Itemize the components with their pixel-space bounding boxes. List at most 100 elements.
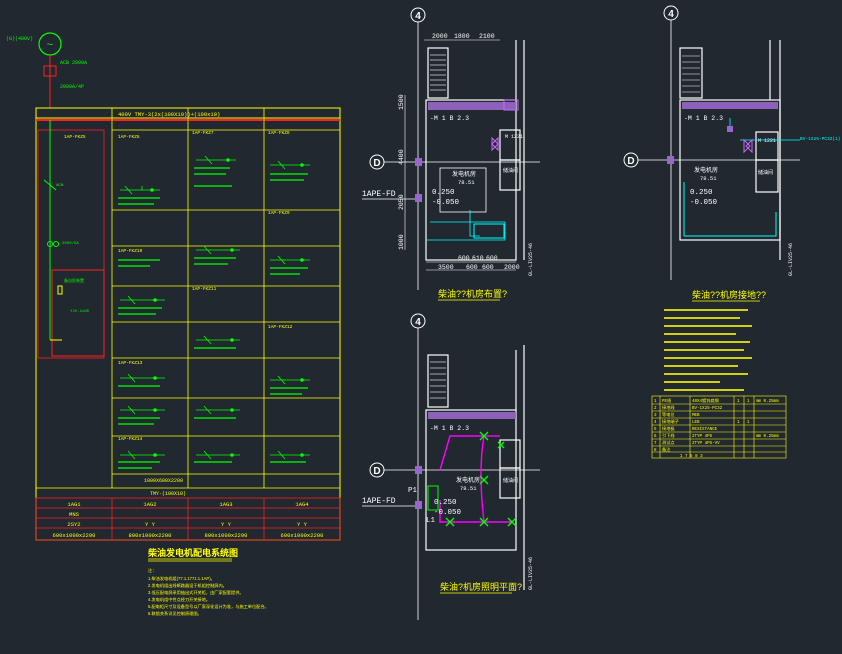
svg-text:2: 2 <box>654 407 657 411</box>
main-breaker-icon <box>43 65 57 77</box>
svg-text:3500: 3500 <box>438 264 454 271</box>
svg-text:D: D <box>627 156 634 167</box>
legend-table: 1 PE线 40X4镀锌扁钢 1 1 mm 0.25mm 2 接地线 BV-1X… <box>654 397 779 459</box>
svg-text:YJV-1x95: YJV-1x95 <box>70 310 90 314</box>
svg-text:800x1000x2200: 800x1000x2200 <box>205 532 248 539</box>
feeder-code: 1AP-FKZ5 <box>64 134 86 140</box>
lower-bus-top: 1000X600X2200 <box>144 478 183 484</box>
svg-text:发电机房: 发电机房 <box>694 166 718 174</box>
svg-text:-0.050: -0.050 <box>434 509 462 517</box>
elevation-label: -M 1 B 2.3 <box>684 115 723 122</box>
svg-text:4: 4 <box>415 317 421 328</box>
svg-text:1AG4: 1AG4 <box>295 501 309 508</box>
svg-text:等电位: 等电位 <box>662 411 675 418</box>
feeder-code: 1AP-FKZ7 <box>192 130 214 136</box>
fd-label: 1APE-FD <box>362 190 396 199</box>
feeder-code: 1AP-FKZ6 <box>118 134 140 140</box>
svg-text:Y Y: Y Y <box>145 521 156 528</box>
svg-text:600x1000x2200: 600x1000x2200 <box>281 532 324 539</box>
svg-text:5: 5 <box>654 428 657 432</box>
svg-text:78.51: 78.51 <box>700 175 717 182</box>
svg-text:4: 4 <box>415 11 421 22</box>
feeder-code: 1AP-FKZ9 <box>268 210 290 216</box>
svg-text:2100: 2100 <box>479 33 495 40</box>
svg-text:接地极: 接地极 <box>662 425 675 432</box>
svg-text:1: 1 <box>747 421 750 425</box>
svg-text:备注: 备注 <box>662 446 671 453</box>
layout-plan: 4 D 2000 1800 2100 1500 4400 2050 1000 <box>362 7 540 301</box>
svg-text:1 7 5 8 3: 1 7 5 8 3 <box>680 455 703 459</box>
svg-text:8: 8 <box>654 449 657 453</box>
svg-text:3: 3 <box>654 414 657 418</box>
svg-text:2TYP 4PS-VV: 2TYP 4PS-VV <box>692 442 720 446</box>
svg-text:2050: 2050 <box>398 194 405 210</box>
svg-text:1500: 1500 <box>398 94 405 110</box>
svg-text:L1: L1 <box>426 517 436 525</box>
svg-text:测试点: 测试点 <box>662 439 675 446</box>
svg-text:储油间: 储油间 <box>503 477 518 484</box>
elevation-label: -M 1 B 2.3 <box>430 425 469 432</box>
level-lower: -0.050 <box>432 199 460 207</box>
svg-text:4400: 4400 <box>398 149 405 165</box>
svg-text:2000/5A: 2000/5A <box>62 241 79 246</box>
layout-plan-title: 柴油??机房布置? <box>438 288 507 299</box>
svg-text:2000A/4P: 2000A/4P <box>60 84 84 90</box>
svg-text:GL-LIV25-46: GL-LIV25-46 <box>528 243 534 276</box>
svg-text:2000: 2000 <box>432 33 448 40</box>
svg-text:GL-LIV25-46: GL-LIV25-46 <box>788 243 794 276</box>
breaker-note: ACB 2000A <box>60 60 87 66</box>
svg-text:储油间: 储油间 <box>758 169 773 176</box>
svg-text:2SY2: 2SY2 <box>67 521 80 528</box>
svg-text:2.发电机组出线断路器设于机组控制屏内。: 2.发电机组出线断路器设于机组控制屏内。 <box>148 582 227 589</box>
svg-text:储油间: 储油间 <box>503 167 518 174</box>
svg-text:6.联锁关系详见控制原理图。: 6.联锁关系详见控制原理图。 <box>148 610 202 617</box>
svg-text:1: 1 <box>747 400 750 404</box>
feeder-code: 1AP-FKZ12 <box>268 324 293 330</box>
lighting-plan: 4 D -M 1 B 2.3 储油间 <box>362 313 540 620</box>
generator-symbol: ~ <box>47 39 53 51</box>
svg-text:78.51: 78.51 <box>458 179 475 186</box>
svg-text:1AG2: 1AG2 <box>143 501 156 508</box>
svg-text:600: 600 <box>458 255 470 262</box>
svg-text:5.配电柜尺寸及设备型号以厂家深化设计为准，与施工单位配合。: 5.配电柜尺寸及设备型号以厂家深化设计为准，与施工单位配合。 <box>148 603 269 610</box>
distribution-schematic: ~ (G)(400V) ACB 2000A 2000A/4P 400V TMY-… <box>6 32 341 617</box>
feeder-code: 1AP-FKZ11 <box>192 286 217 292</box>
svg-text:mm 0.25mm: mm 0.25mm <box>756 435 779 439</box>
busbar-label: 400V TMY-3(2x(100X10))+(100x10) <box>118 111 220 118</box>
svg-text:600: 600 <box>486 255 498 262</box>
svg-text:接地端子: 接地端子 <box>662 418 679 425</box>
svg-text:M 1221: M 1221 <box>758 138 776 144</box>
svg-text:注：: 注： <box>148 567 156 574</box>
svg-text:0.250: 0.250 <box>434 499 457 507</box>
svg-text:0.250: 0.250 <box>690 189 713 197</box>
svg-text:LEB: LEB <box>692 421 700 425</box>
svg-text:600: 600 <box>466 264 478 271</box>
svg-text:2TYP 4PS: 2TYP 4PS <box>692 435 713 439</box>
svg-text:mm 0.25mm: mm 0.25mm <box>756 400 779 404</box>
feeder-code: 1AP-FKZ13 <box>118 360 143 366</box>
svg-text:610: 610 <box>472 255 484 262</box>
svg-text:PE线: PE线 <box>662 397 672 404</box>
svg-text:-0.050: -0.050 <box>690 199 718 207</box>
cyan-note: BV-1X25-PC32(1) <box>800 136 841 142</box>
svg-text:4.发电机组中性点经刀开关接地。: 4.发电机组中性点经刀开关接地。 <box>148 596 210 603</box>
lower-bus-label: TMY-(100X10) <box>150 491 186 497</box>
fd-label: 1APE-FD <box>362 497 396 506</box>
svg-text:7: 7 <box>654 442 657 446</box>
svg-text:备自投装置: 备自投装置 <box>64 277 84 284</box>
svg-text:Y Y: Y Y <box>221 521 232 528</box>
svg-text:GL-LIV25-46: GL-LIV25-46 <box>528 557 534 590</box>
grounding-plan: 4 D -M 1 B 2.3 M 1221 储油间 发电机房 78.51 0.2… <box>623 5 841 459</box>
svg-text:4: 4 <box>668 9 674 20</box>
svg-text:1: 1 <box>737 421 740 425</box>
schematic-notes: 注： 1.柴油发电机组(77.1.1771.1.1AP)。 2.发电机组出线断路… <box>148 567 269 617</box>
feeder-code: 1AP-FKZ10 <box>118 248 143 254</box>
svg-text:1000: 1000 <box>398 234 405 250</box>
svg-text:1AG3: 1AG3 <box>219 501 232 508</box>
svg-text:3.低压配电屏采用抽出式开关柜，由厂家配套提供。: 3.低压配电屏采用抽出式开关柜，由厂家配套提供。 <box>148 589 244 596</box>
feeder-code: 1AP-FKZ14 <box>118 436 143 442</box>
level-upper: 0.250 <box>432 189 455 197</box>
panel-table: 1AG1 1AG2 1AG3 1AG4 MNS 2SY2 Y Y Y Y Y Y… <box>53 501 324 539</box>
svg-text:M 1221: M 1221 <box>505 134 523 140</box>
